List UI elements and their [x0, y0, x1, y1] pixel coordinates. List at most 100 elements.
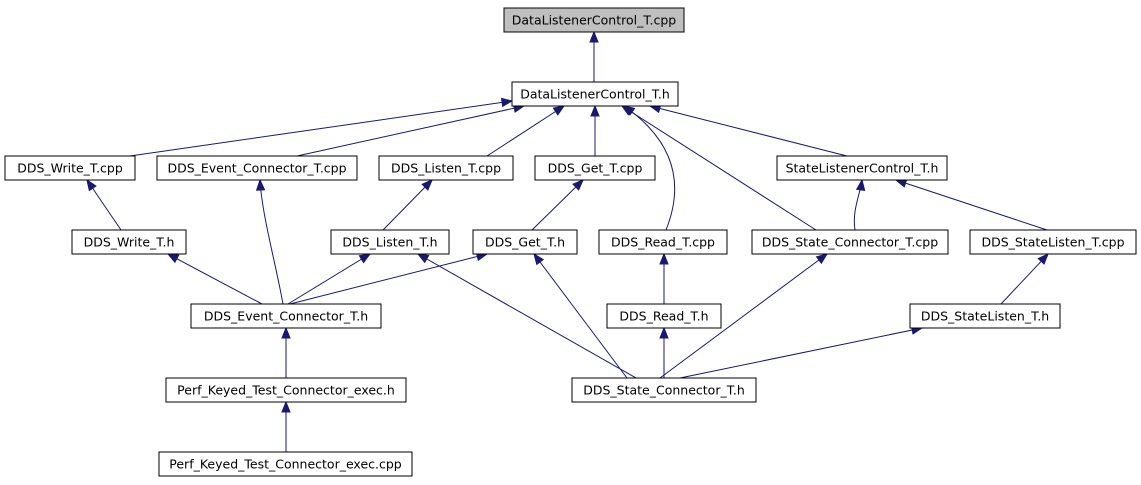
node-dds-statelisten-t-h[interactable]: DDS_StateListen_T.h [909, 303, 1061, 329]
arrowhead-icon [281, 400, 291, 413]
node-box[interactable] [511, 81, 679, 107]
edge-n11-n6 [853, 178, 866, 231]
node-dds-state-connector-t-cpp[interactable]: DDS_State_Connector_T.cpp [751, 229, 949, 255]
node-label: DDS_Event_Connector_T.h [204, 309, 368, 324]
node-box[interactable] [534, 155, 656, 181]
edge-n7-n2 [86, 178, 122, 231]
node-label: DDS_State_Connector_T.h [583, 383, 745, 398]
node-label: DDS_Read_T.h [619, 309, 708, 324]
arrowhead-icon [855, 178, 866, 192]
arrowhead-icon [1037, 253, 1049, 265]
arrowhead-icon [166, 253, 180, 264]
arrowhead-icon [552, 105, 566, 116]
node-label: DDS_Write_T.cpp [17, 161, 123, 176]
node-box[interactable] [71, 229, 187, 255]
edge-n14-n10 [659, 252, 669, 304]
node-box[interactable] [158, 451, 413, 477]
nodes-layer: DataListenerControl_T.cppDataListenerCon… [4, 7, 1137, 477]
arrowhead-icon [358, 253, 372, 264]
node-dds-read-t-cpp[interactable]: DDS_Read_T.cpp [598, 229, 728, 255]
node-box[interactable] [751, 229, 949, 255]
edge-line [417, 253, 637, 379]
edge-line [296, 105, 525, 157]
edge-line [1000, 253, 1049, 305]
arrowhead-icon [86, 178, 97, 192]
node-label: DDS_Get_T.cpp [548, 161, 643, 176]
node-box[interactable] [571, 377, 757, 403]
node-label: Perf_Keyed_Test_Connector_exec.h [177, 383, 395, 398]
node-dds-read-t-h[interactable]: DDS_Read_T.h [606, 303, 722, 329]
node-perf-keyed-test-connector-exec-h[interactable]: Perf_Keyed_Test_Connector_exec.h [165, 377, 407, 403]
node-dds-write-t-cpp[interactable]: DDS_Write_T.cpp [4, 155, 136, 181]
node-dds-event-connector-t-cpp[interactable]: DDS_Event_Connector_T.cpp [156, 155, 358, 181]
node-dds-write-t-h[interactable]: DDS_Write_T.h [71, 229, 187, 255]
edge-n17-n8 [416, 253, 637, 379]
arrowhead-icon [590, 104, 600, 117]
node-box[interactable] [156, 155, 358, 181]
edges-layer [86, 30, 1049, 452]
node-dds-get-t-h[interactable]: DDS_Get_T.h [472, 229, 578, 255]
node-label: DDS_Read_T.cpp [611, 235, 715, 250]
edge-n1-n0 [589, 30, 599, 82]
arrowhead-icon [815, 253, 829, 265]
node-box[interactable] [909, 303, 1061, 329]
node-dds-listen-t-h[interactable]: DDS_Listen_T.h [330, 229, 450, 255]
edge-n17-n9 [533, 252, 628, 379]
edge-line [287, 253, 371, 305]
arrowhead-icon [572, 179, 584, 191]
edge-n8-n4 [382, 179, 433, 231]
edge-line [129, 100, 513, 157]
edge-n16-n13 [281, 326, 291, 378]
edge-line [621, 105, 817, 231]
arrowhead-icon [500, 97, 514, 108]
node-label: DDS_Listen_T.h [342, 235, 437, 250]
node-box[interactable] [472, 229, 578, 255]
arrowhead-icon [255, 178, 266, 191]
node-perf-keyed-test-connector-exec-cpp[interactable]: Perf_Keyed_Test_Connector_exec.cpp [158, 451, 413, 477]
node-label: DDS_State_Connector_T.cpp [762, 235, 938, 250]
arrowhead-icon [620, 105, 634, 116]
node-dds-state-connector-t-h[interactable]: DDS_State_Connector_T.h [571, 377, 757, 403]
node-box[interactable] [776, 155, 948, 181]
edge-n9-n5 [531, 179, 584, 231]
node-datalistenercontrol-t-cpp[interactable]: DataListenerControl_T.cpp [503, 7, 685, 33]
node-label: DDS_Listen_T.cpp [391, 161, 501, 176]
edge-n17-n15 [679, 325, 924, 379]
node-dds-statelisten-t-cpp[interactable]: DDS_StateListen_T.cpp [969, 229, 1137, 255]
node-dds-event-connector-t-h[interactable]: DDS_Event_Connector_T.h [190, 303, 382, 329]
edge-line [649, 105, 848, 157]
node-dds-listen-t-cpp[interactable]: DDS_Listen_T.cpp [378, 155, 514, 181]
edge-n12-n6 [894, 178, 1048, 231]
node-label: DataListenerControl_T.h [520, 87, 670, 102]
node-box[interactable] [4, 155, 136, 181]
node-label: StateListenerControl_T.h [786, 161, 939, 176]
edge-line [895, 179, 1048, 231]
node-box[interactable] [165, 377, 407, 403]
edge-line [533, 253, 628, 379]
node-dds-get-t-cpp[interactable]: DDS_Get_T.cpp [534, 155, 656, 181]
edge-n13-n7 [166, 253, 263, 305]
edge-line [679, 327, 923, 379]
node-datalistenercontrol-t-h[interactable]: DataListenerControl_T.h [511, 81, 679, 107]
edge-line [382, 179, 433, 231]
edge-n11-n1 [620, 105, 817, 231]
edge-line [531, 179, 584, 231]
edge-n17-n11 [659, 253, 829, 379]
arrowhead-icon [533, 252, 545, 266]
edge-n17-n14 [659, 326, 669, 378]
arrowhead-icon [421, 179, 433, 191]
edge-line [259, 179, 284, 305]
edge-n3-n1 [296, 103, 526, 157]
node-label: DDS_StateListen_T.cpp [981, 235, 1124, 250]
node-statelistenercontrol-t-h[interactable]: StateListenerControl_T.h [776, 155, 948, 181]
node-label: DDS_Event_Connector_T.cpp [167, 161, 346, 176]
node-box[interactable] [190, 303, 382, 329]
node-box[interactable] [969, 229, 1137, 255]
edge-line [167, 253, 263, 305]
node-box[interactable] [606, 303, 722, 329]
node-box[interactable] [598, 229, 728, 255]
node-box[interactable] [378, 155, 514, 181]
node-box[interactable] [330, 229, 450, 255]
node-box[interactable] [503, 7, 685, 33]
